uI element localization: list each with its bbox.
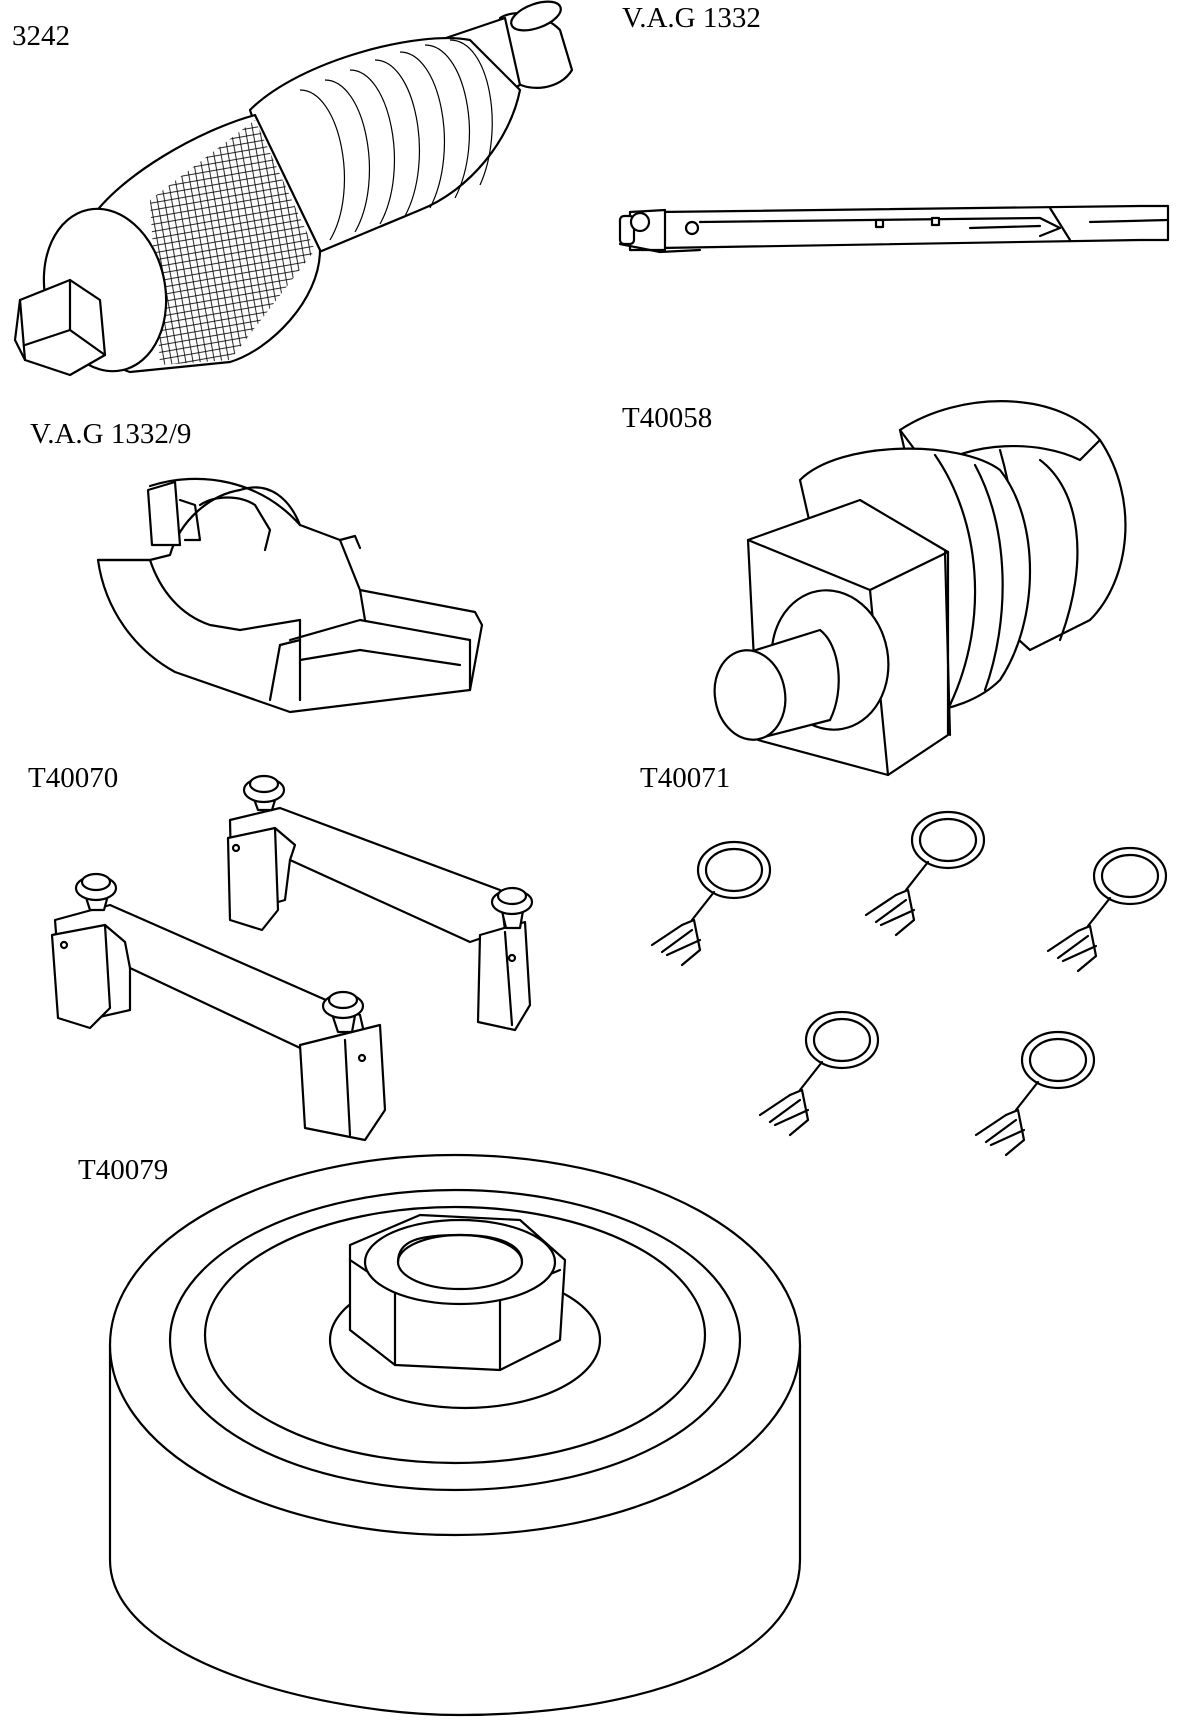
tool-t40058-drawing [708,401,1126,775]
tool-t40079-drawing [110,1155,800,1715]
label-t40058: T40058 [622,402,713,434]
pin-1 [652,842,770,965]
pin-4 [760,1012,878,1135]
tool-vag-1332-9-drawing [98,479,482,712]
label-t40070: T40070 [28,762,119,794]
tool-t40071-drawing [652,812,1166,1155]
tool-3242-drawing [15,0,572,383]
label-t40071: T40071 [640,762,731,794]
pin-2 [866,812,984,935]
label-vag-1332-9: V.A.G 1332/9 [30,418,192,450]
pin-3 [1048,848,1166,971]
label-t40079: T40079 [78,1154,169,1186]
tool-t40070-drawing [52,776,532,1140]
pin-5 [976,1032,1094,1155]
label-3242: 3242 [12,20,70,52]
label-vag-1332: V.A.G 1332 [622,2,761,34]
tool-vag-1332-drawing [620,206,1168,252]
